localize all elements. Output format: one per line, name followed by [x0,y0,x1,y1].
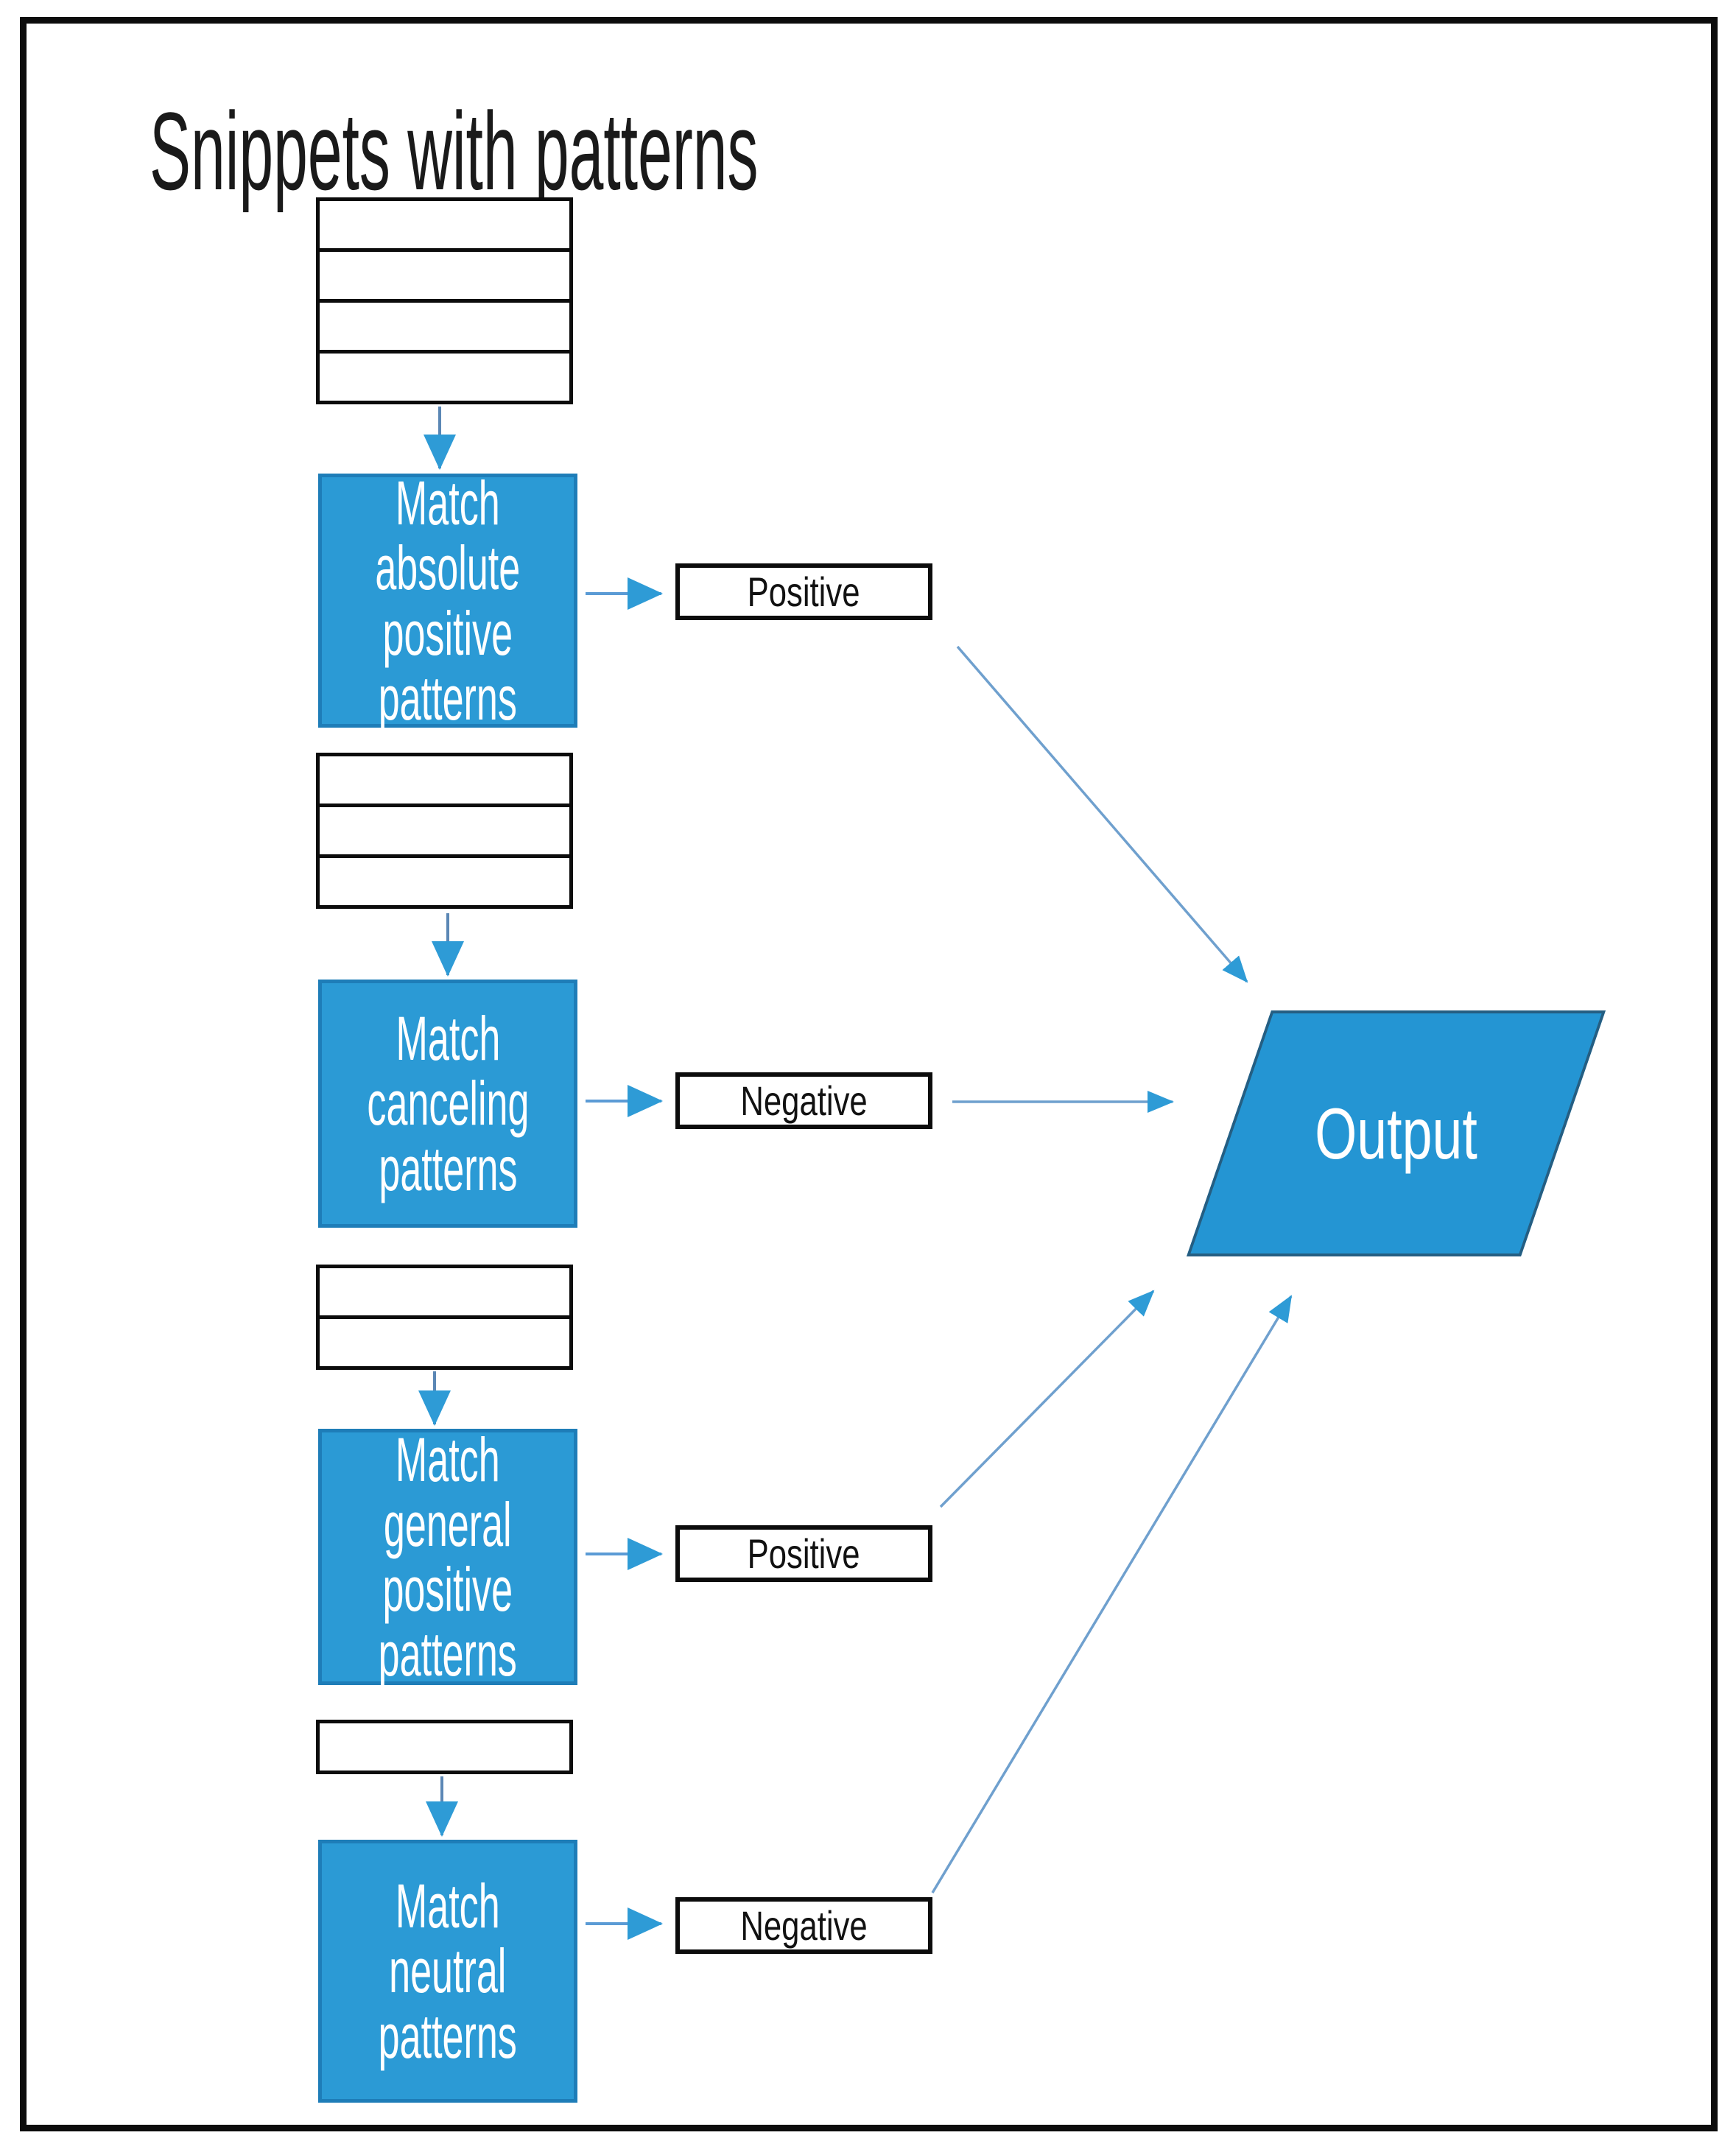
output-label: Output [1315,1092,1477,1174]
result-label: Negative [740,1077,868,1124]
process-box-match-general-positive: Match general positive patterns [318,1424,577,1689]
snippet-row [320,299,569,350]
snippet-stack-1 [316,197,573,404]
snippet-row [320,756,569,804]
result-box-negative-2: Negative [675,1897,932,1954]
snippet-row [320,1315,569,1366]
result-box-positive-1: Positive [675,563,932,620]
process-label: Match absolute positive patterns [375,468,521,733]
snippet-stack-4 [316,1720,573,1774]
snippet-row [320,201,569,248]
result-box-negative-1: Negative [675,1072,932,1129]
snippet-stack-3 [316,1265,573,1370]
process-label: Match general positive patterns [378,1424,518,1689]
process-label: Match neutral patterns [378,1871,518,2071]
snippet-row [320,854,569,905]
snippet-row [320,350,569,401]
process-label: Match canceling patterns [366,1004,530,1203]
diagram-title: Snippets with patterns [150,89,759,213]
figure-border-frame [20,17,1718,2131]
process-box-match-absolute-positive: Match absolute positive patterns [318,468,577,733]
result-box-positive-2: Positive [675,1525,932,1582]
snippet-row [320,1268,569,1315]
result-label: Positive [748,1530,860,1577]
process-box-match-canceling: Match canceling patterns [318,980,577,1228]
result-label: Negative [740,1902,868,1949]
snippet-row [320,248,569,299]
snippet-stack-2 [316,753,573,909]
result-label: Positive [748,569,860,615]
snippet-row [320,1723,569,1771]
process-box-match-neutral: Match neutral patterns [318,1840,577,2103]
snippet-row [320,804,569,854]
